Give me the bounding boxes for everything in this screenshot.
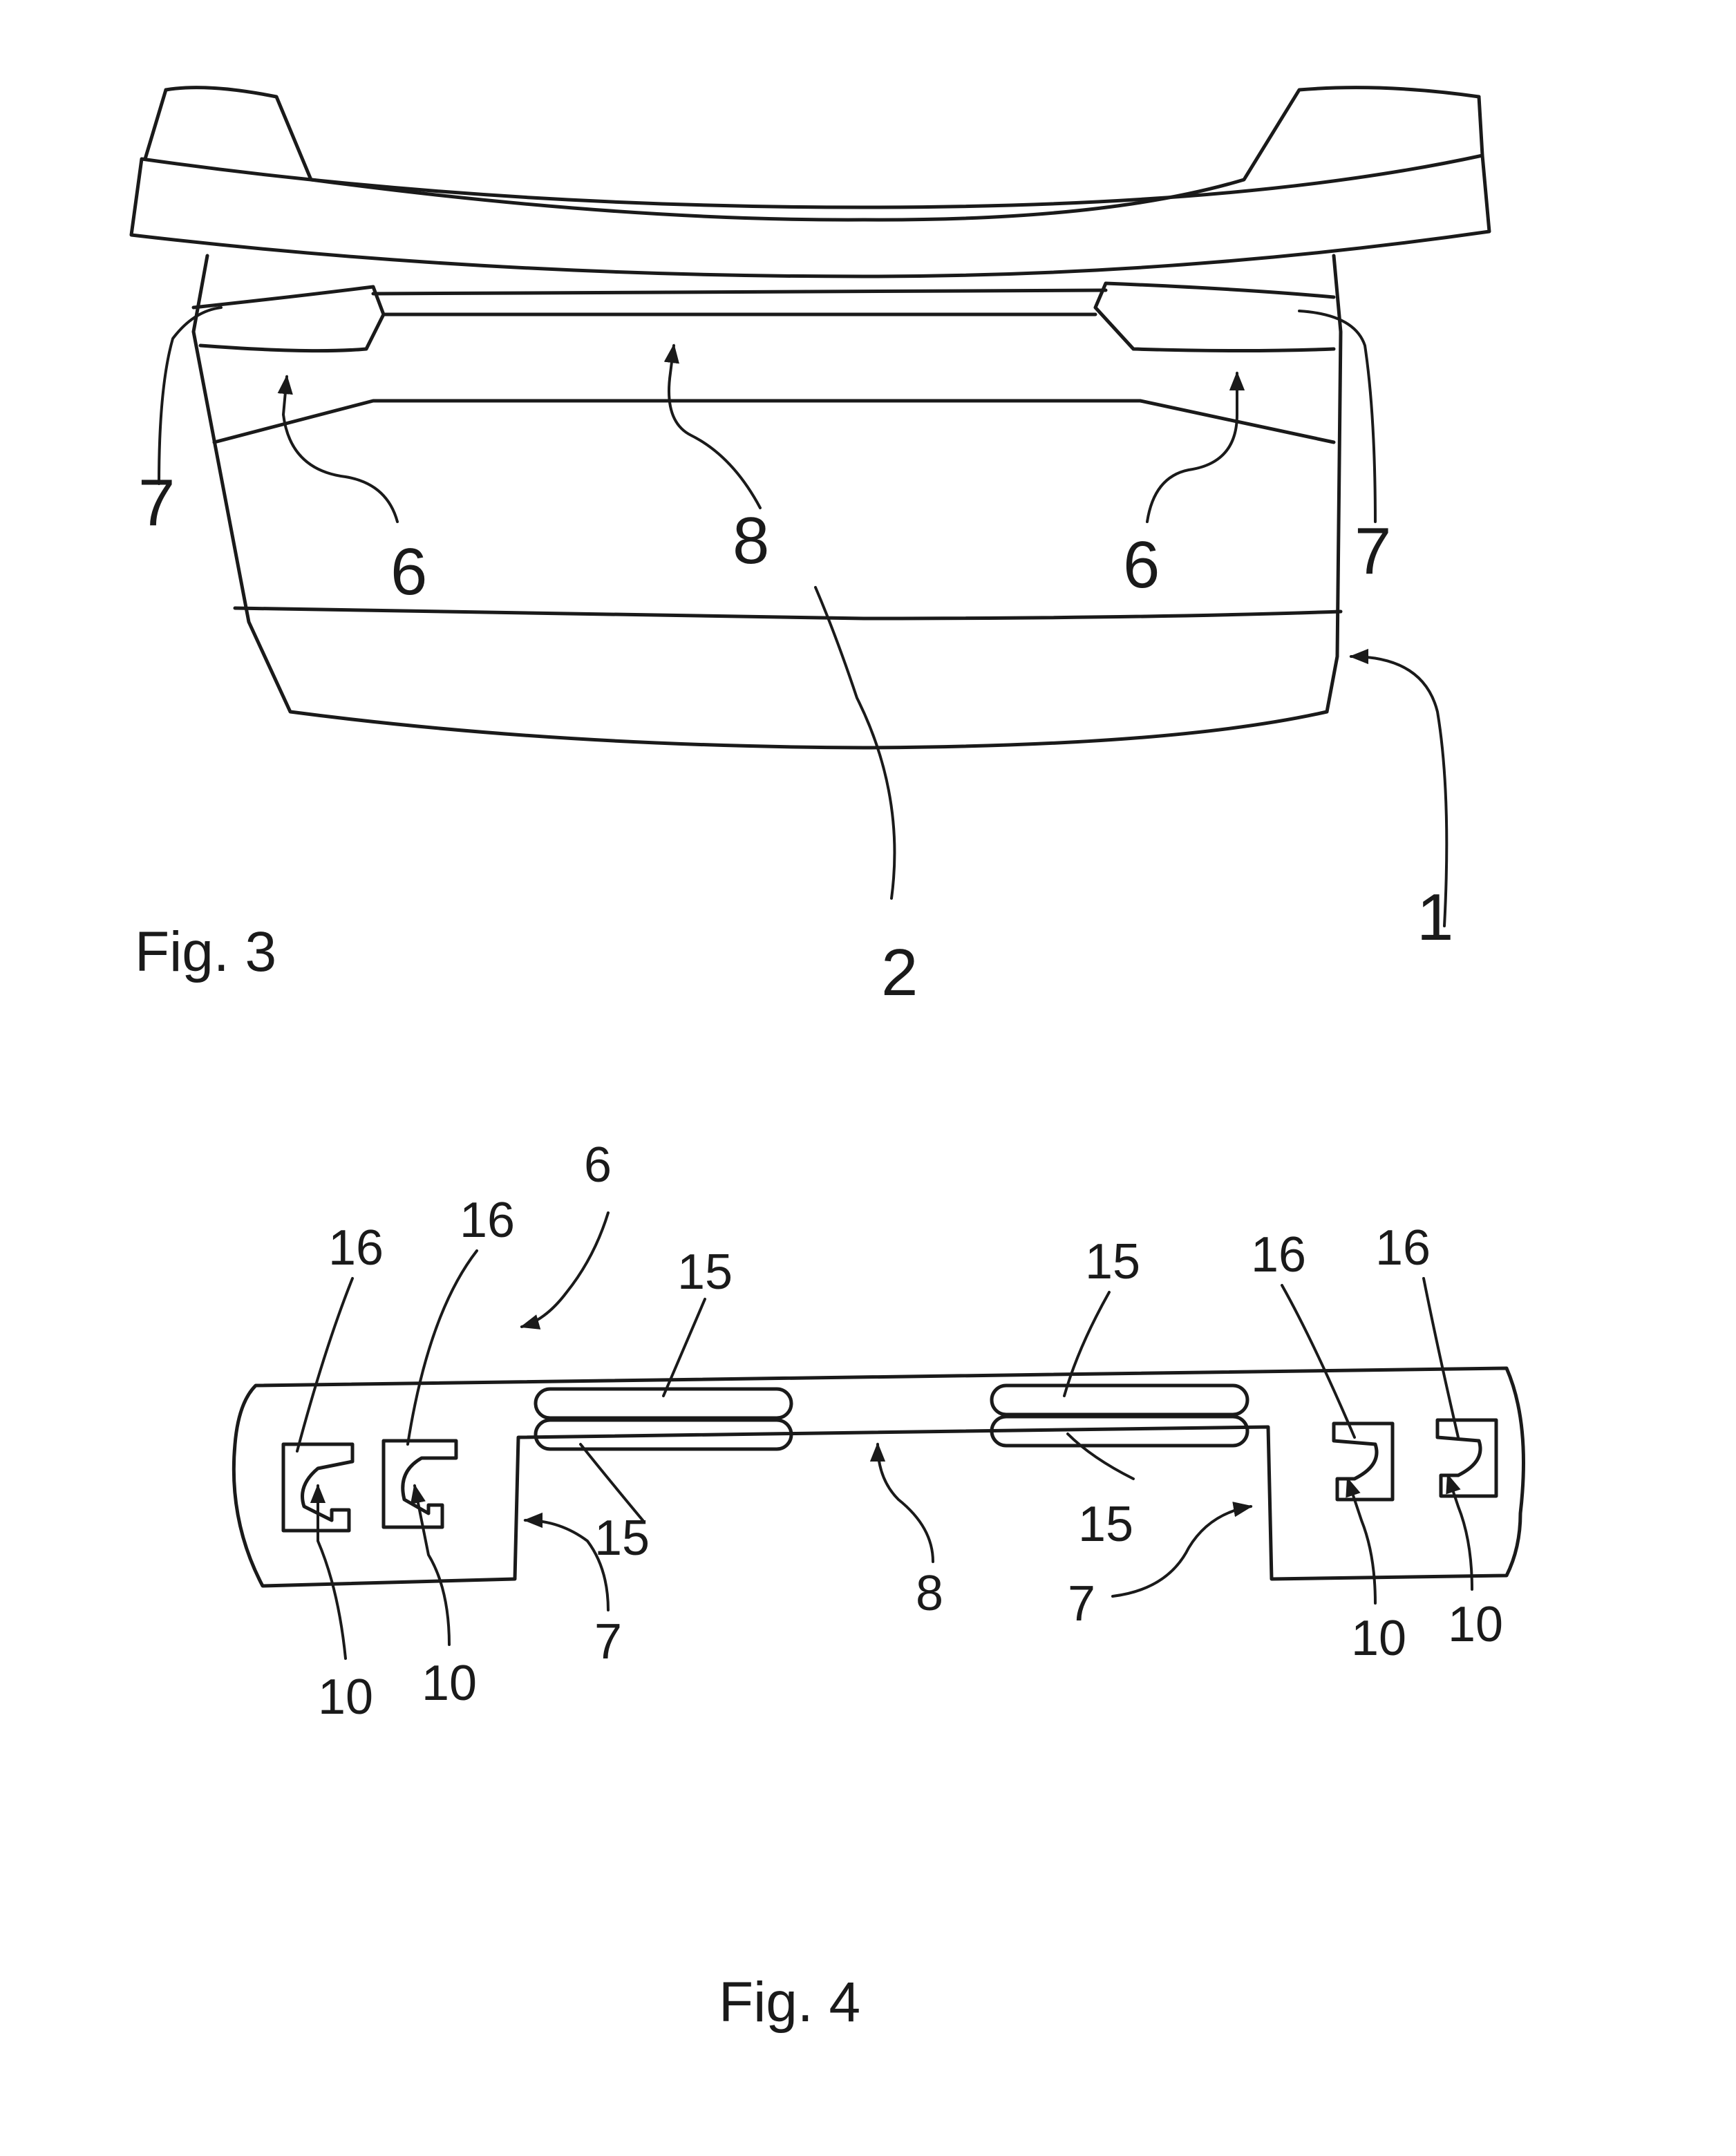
fig4-ref-15-a: 15: [677, 1245, 733, 1300]
fig4-leader-7-right: [1111, 1502, 1253, 1598]
fig4-leader-16-b: [406, 1249, 478, 1446]
fig4-ref-15-d: 15: [1078, 1497, 1133, 1552]
fig4-ref-7-left: 7: [594, 1614, 622, 1670]
fig3-ref-2: 2: [881, 936, 918, 1010]
fig3-ref-6-left: 6: [390, 535, 427, 609]
fig4-ref-16-a: 16: [328, 1220, 384, 1276]
fig4-slot-right-bottom: [990, 1415, 1249, 1448]
fig3-tailgate-outline: [191, 254, 1343, 750]
fig3-left-lamp: [191, 285, 386, 353]
fig4-leader-10-d: [1446, 1473, 1473, 1591]
fig3-leader-6-left: [277, 375, 399, 523]
fig4-leader-10-a: [310, 1484, 347, 1660]
fig4-ref-10-c: 10: [1351, 1611, 1406, 1666]
fig4-leader-16-d: [1422, 1277, 1460, 1439]
fig4-ref-6: 6: [584, 1137, 612, 1193]
fig3-leader-6-right: [1146, 371, 1245, 523]
fig4-slot-left-top: [534, 1387, 793, 1420]
fig4-ref-10-b: 10: [422, 1656, 477, 1711]
fig4-carrier-outline: [232, 1366, 1525, 1588]
fig4-mount-right-1: [1332, 1421, 1395, 1502]
fig4-leader-10-c: [1346, 1477, 1377, 1605]
fig3-leader-2: [814, 586, 896, 900]
fig4-leader-7-left: [523, 1512, 610, 1611]
fig4-leader-16-c: [1281, 1284, 1356, 1439]
fig3-window-line: [212, 399, 1336, 444]
fig3-leader-8: [663, 343, 762, 509]
fig3-leader-7-right: [1298, 310, 1377, 523]
fig4-ref-16-b: 16: [460, 1193, 515, 1248]
fig4-leader-15-c: [1063, 1291, 1111, 1397]
fig3-right-lamp: [1093, 281, 1336, 352]
fig3-upper-body-left: [164, 86, 1481, 222]
fig4-drawing: 6 16 16 16 16 15 15 15 15 8 7 7 10 10 10…: [232, 1137, 1525, 2034]
fig3-leader-1: [1349, 648, 1449, 927]
fig4-mount-left-1: [281, 1442, 355, 1533]
fig3-right-post: [1477, 95, 1484, 158]
fig4-ref-15-b: 15: [594, 1511, 650, 1566]
fig4-leader-15-d: [1066, 1432, 1135, 1480]
fig4-leader-15-b: [579, 1443, 644, 1522]
fig4-ref-10-d: 10: [1448, 1597, 1503, 1652]
fig3-light-bar-top: [371, 288, 1108, 296]
fig3-bumper-line: [233, 606, 1343, 621]
fig4-leader-16-a: [296, 1277, 354, 1453]
fig3-ref-6-right: 6: [1123, 528, 1160, 602]
fig4-ref-15-c: 15: [1085, 1234, 1140, 1289]
fig4-ref-10-a: 10: [318, 1670, 373, 1725]
fig3-ref-7-left: 7: [138, 466, 175, 540]
fig4-leader-8: [869, 1442, 934, 1563]
fig3-ref-7-right: 7: [1355, 514, 1391, 588]
fig3-ref-8: 8: [733, 504, 769, 578]
fig4-mount-left-2: [381, 1439, 458, 1529]
fig4-slot-right-top: [990, 1383, 1249, 1417]
fig3-drawing: 7 6 8 6 7 2 1 Fig. 3: [129, 86, 1491, 1010]
fig4-ref-7-right: 7: [1068, 1576, 1095, 1632]
fig4-caption: Fig. 4: [719, 1971, 860, 2034]
fig4-ref-16-d: 16: [1375, 1220, 1431, 1276]
fig4-ref-16-c: 16: [1251, 1227, 1306, 1283]
fig3-left-post: [143, 88, 168, 161]
fig3-caption: Fig. 3: [135, 920, 276, 983]
fig3-spoiler-top: [129, 153, 1491, 278]
fig3-leader-7-left: [158, 306, 223, 485]
fig4-leader-10-b: [410, 1484, 451, 1646]
fig4-leader-15-a: [662, 1298, 706, 1397]
fig3-ref-1: 1: [1417, 880, 1453, 954]
fig4-leader-6: [520, 1211, 610, 1330]
fig4-mount-right-2: [1435, 1418, 1498, 1498]
fig4-slot-left-bottom: [534, 1418, 793, 1451]
fig4-ref-8: 8: [916, 1566, 943, 1621]
